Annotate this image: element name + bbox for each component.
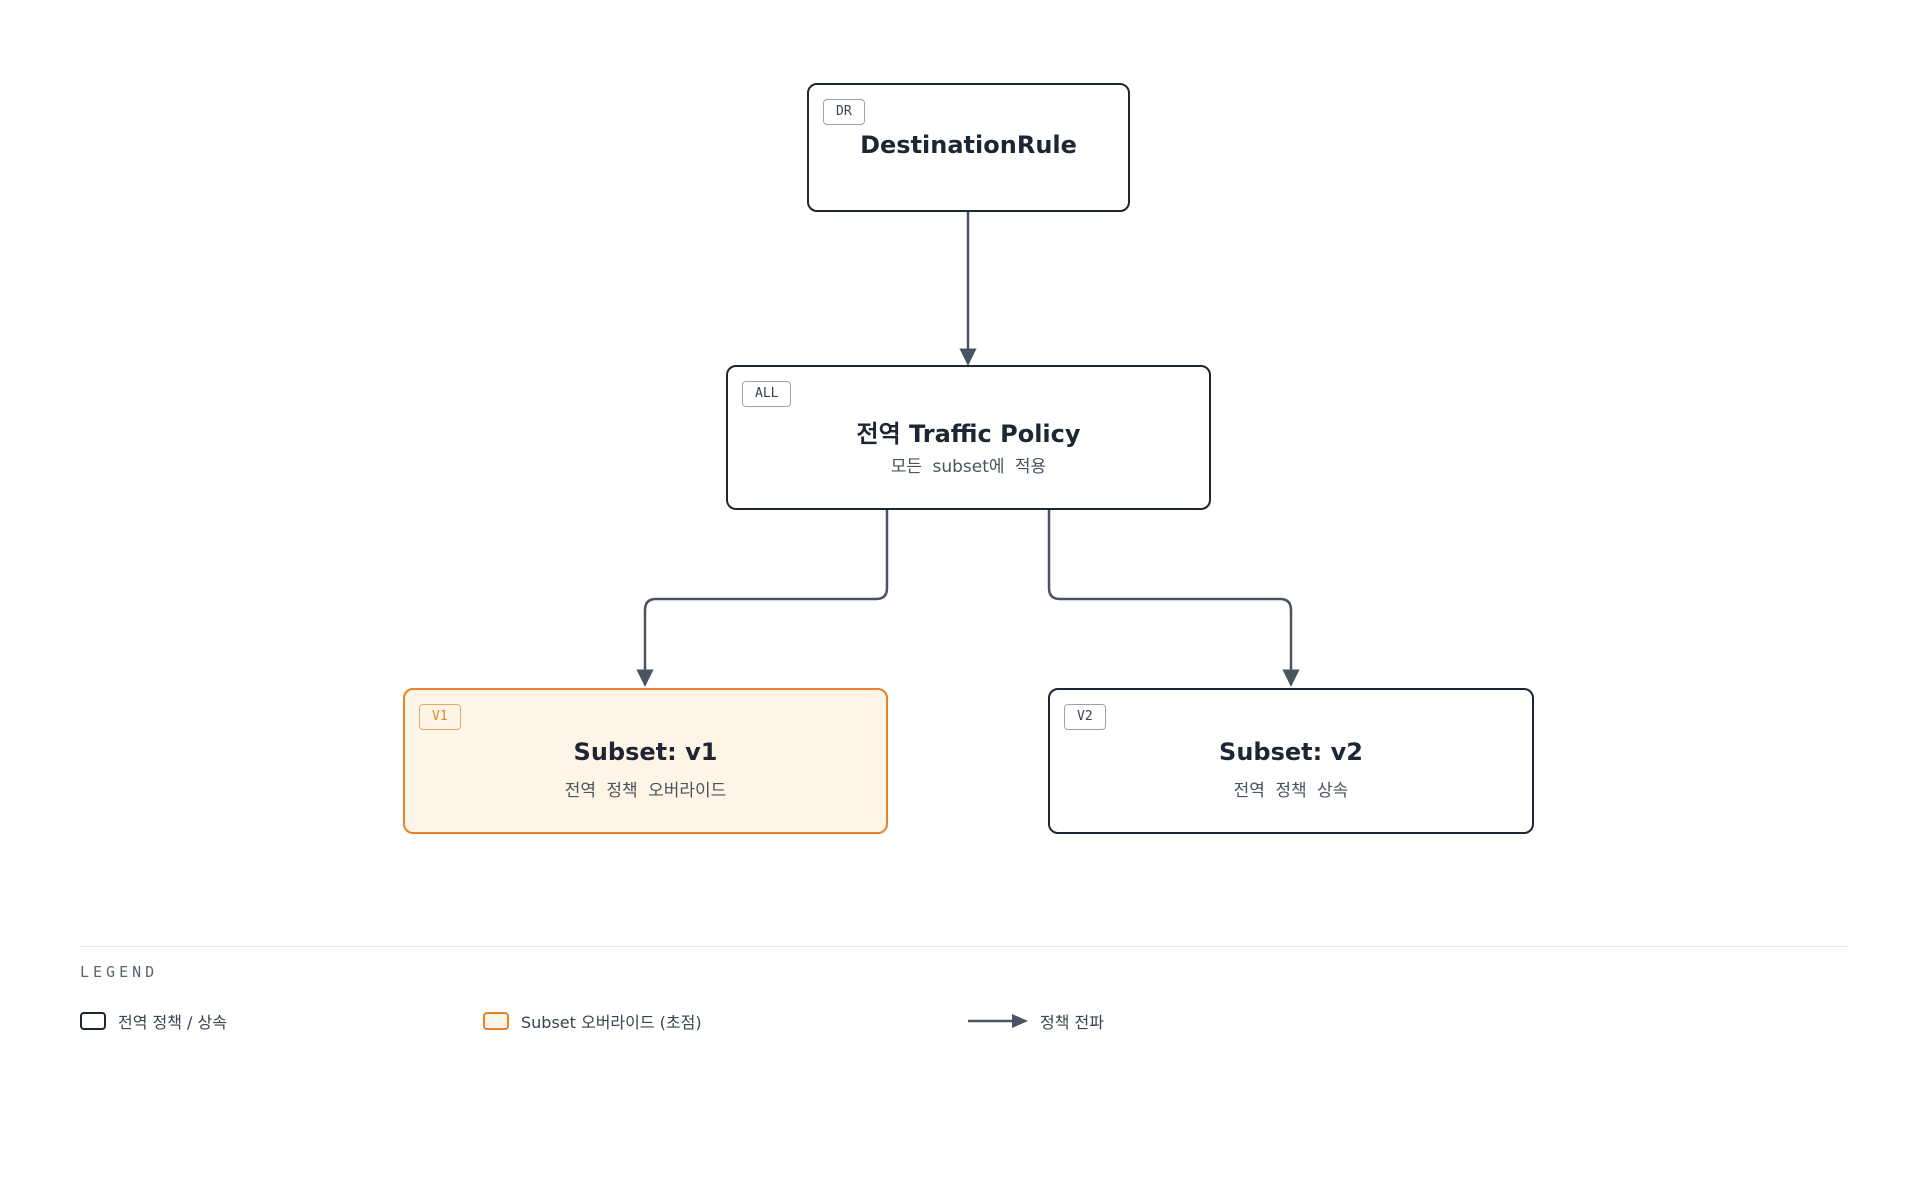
node-title: DestinationRule <box>860 131 1077 159</box>
legend-swatch-default <box>80 1012 106 1030</box>
legend-label: 정책 전파 <box>1040 1013 1104 1032</box>
legend-title: LEGEND <box>80 963 159 981</box>
legend-swatch-focus <box>483 1012 509 1030</box>
legend-item-subset-override: Subset 오버라이드 (초점) <box>483 1008 702 1034</box>
node-subtitle: 전역 정책 상속 <box>1233 781 1349 801</box>
edge-all-to-v1 <box>636 510 889 687</box>
node-tag: ALL <box>742 381 792 407</box>
node-tag: V2 <box>1064 704 1106 730</box>
legend-item-global-policy: 전역 정책 / 상속 <box>80 1008 227 1034</box>
node-title: Subset: v2 <box>1219 738 1363 766</box>
edge-all-to-v2 <box>1047 510 1300 687</box>
node-subset-v1[interactable]: V1 Subset: v1 전역 정책 오버라이드 <box>403 688 888 834</box>
node-subtitle: 전역 정책 오버라이드 <box>564 781 727 801</box>
legend-label: 전역 정책 / 상속 <box>118 1013 227 1032</box>
legend-item-propagation: 정책 전파 <box>968 1008 1104 1034</box>
node-subtitle: 모든 subset에 적용 <box>890 457 1047 477</box>
legend-divider <box>80 946 1848 947</box>
node-title: 전역 Traffic Policy <box>856 420 1081 448</box>
legend-label: Subset 오버라이드 (초점) <box>521 1013 702 1032</box>
legend-arrow-icon <box>968 1014 1028 1028</box>
node-tag: V1 <box>419 704 461 730</box>
node-subset-v2[interactable]: V2 Subset: v2 전역 정책 상속 <box>1048 688 1534 834</box>
node-destination-rule[interactable]: DR DestinationRule <box>807 83 1130 212</box>
node-tag: DR <box>823 99 865 125</box>
node-title: Subset: v1 <box>573 738 718 766</box>
node-global-traffic-policy[interactable]: ALL 전역 Traffic Policy 모든 subset에 적용 <box>726 365 1211 510</box>
